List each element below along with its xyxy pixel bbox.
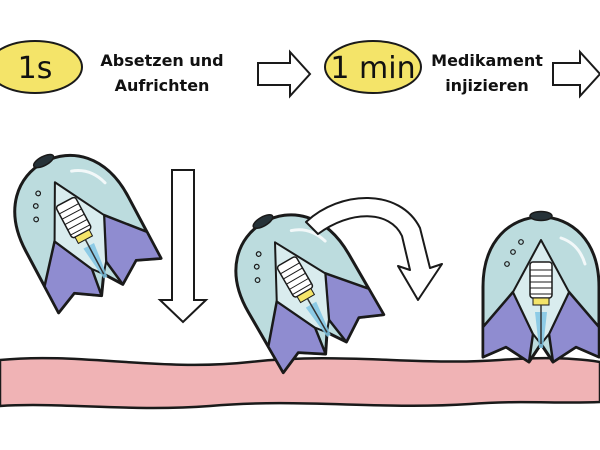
injector-device-upright (481, 210, 600, 364)
curved-rotate-arrow-icon (305, 197, 443, 301)
hollow-down-arrow-icon (157, 169, 209, 324)
hollow-right-arrow-icon-2 (552, 49, 600, 99)
skin-surface (0, 356, 600, 410)
step1-line1: Absetzen und (100, 51, 223, 70)
hollow-right-arrow-icon (257, 49, 312, 99)
time-label-1min: 1 min (330, 51, 415, 86)
time-badge-1min: 1 min (324, 40, 422, 94)
time-badge-1s: 1s (0, 40, 83, 94)
step2-line1: Medikament (431, 51, 543, 70)
step2-line2: injizieren (445, 76, 529, 95)
injector-device-tilted (0, 128, 165, 319)
time-label-1s: 1s (18, 51, 53, 86)
step1-line2: Aufrichten (115, 76, 210, 95)
